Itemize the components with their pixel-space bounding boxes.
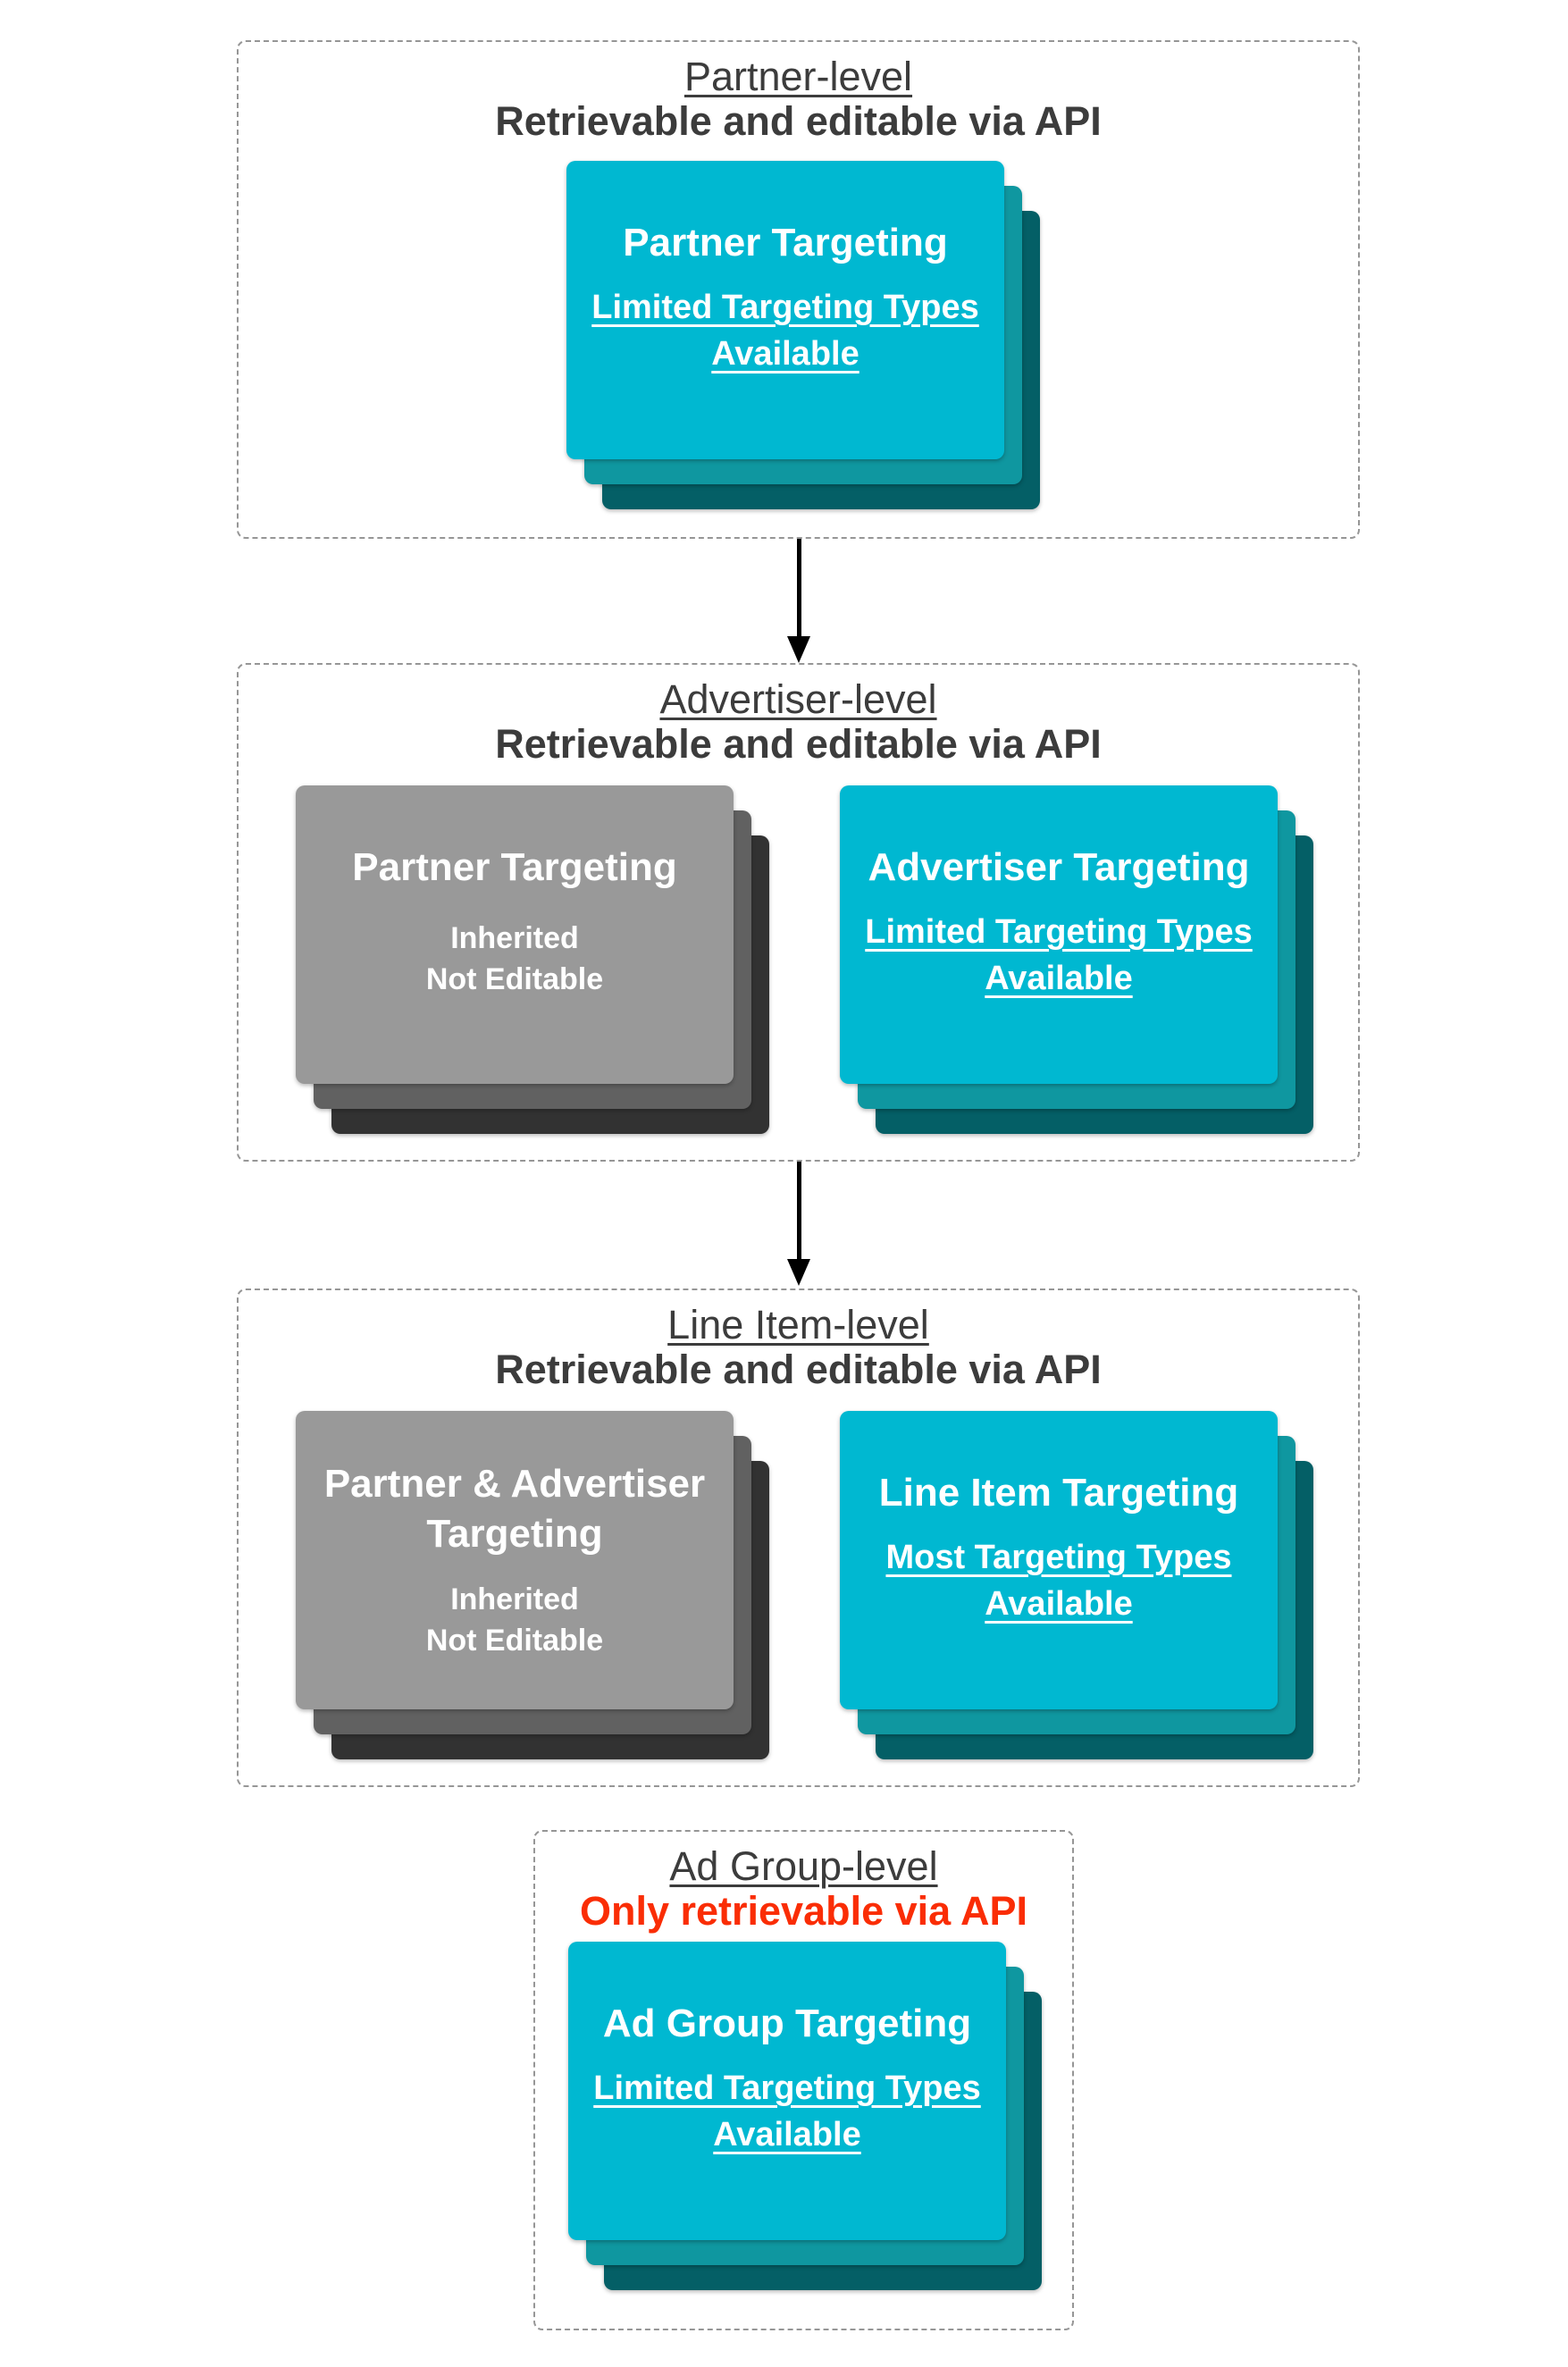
card-title: Partner & Advertiser Targeting <box>323 1462 706 1556</box>
section-label: Line Item-level <box>667 1302 929 1347</box>
ad-group-targeting-card: Ad Group Targeting Limited Targeting Typ… <box>568 1942 1006 2240</box>
card-note-line2: Not Editable <box>425 962 604 996</box>
arrow-shaft <box>796 539 801 639</box>
card-title: Line Item Targeting <box>878 1471 1239 1515</box>
section-partner-level: Partner-level Retrievable and editable v… <box>237 40 1360 539</box>
card-note-line2: Not Editable <box>425 1624 604 1658</box>
card-subtitle: Most Targeting Types Available <box>885 1539 1232 1623</box>
arrow-shaft <box>796 1162 801 1262</box>
card-note: Inherited Not Editable <box>426 918 603 1000</box>
flow-arrow-down <box>787 1162 810 1286</box>
line-item-targeting-card: Line Item Targeting Most Targeting Types… <box>840 1411 1278 1709</box>
section-api-note: Only retrievable via API <box>579 1888 1028 1934</box>
section-label: Ad Group-level <box>669 1843 938 1889</box>
card-title: Advertiser Targeting <box>868 845 1250 889</box>
card-subtitle: Limited Targeting Types Available <box>593 2069 981 2153</box>
card-note-line1: Inherited <box>450 921 579 955</box>
card-title: Ad Group Targeting <box>602 2002 972 2045</box>
card-note: Inherited Not Editable <box>426 1579 603 1661</box>
section-api-note: Retrievable and editable via API <box>495 721 1102 767</box>
card-subtitle: Limited Targeting Types Available <box>865 913 1253 997</box>
card-title: Partner Targeting <box>352 845 677 889</box>
arrow-head <box>787 1259 810 1286</box>
flow-arrow-down <box>787 539 810 663</box>
section-label: Partner-level <box>683 54 913 99</box>
partner-advertiser-targeting-inherited-card: Partner & Advertiser Targeting Inherited… <box>296 1411 734 1709</box>
section-label: Advertiser-level <box>659 676 937 722</box>
card-title: Partner Targeting <box>623 221 948 264</box>
section-api-note: Retrievable and editable via API <box>495 98 1102 144</box>
section-advertiser-level: Advertiser-level Retrievable and editabl… <box>237 663 1360 1162</box>
advertiser-targeting-card: Advertiser Targeting Limited Targeting T… <box>840 785 1278 1084</box>
arrow-head <box>787 636 810 663</box>
section-api-note: Retrievable and editable via API <box>495 1347 1102 1392</box>
partner-targeting-inherited-card: Partner Targeting Inherited Not Editable <box>296 785 734 1084</box>
section-ad-group-level: Ad Group-level Only retrievable via API <box>533 1830 1074 2330</box>
card-subtitle: Limited Targeting Types Available <box>591 289 979 373</box>
partner-targeting-card: Partner Targeting Limited Targeting Type… <box>566 161 1004 459</box>
card-note-line1: Inherited <box>450 1582 579 1616</box>
section-line-item-level: Line Item-level Retrievable and editable… <box>237 1288 1360 1787</box>
